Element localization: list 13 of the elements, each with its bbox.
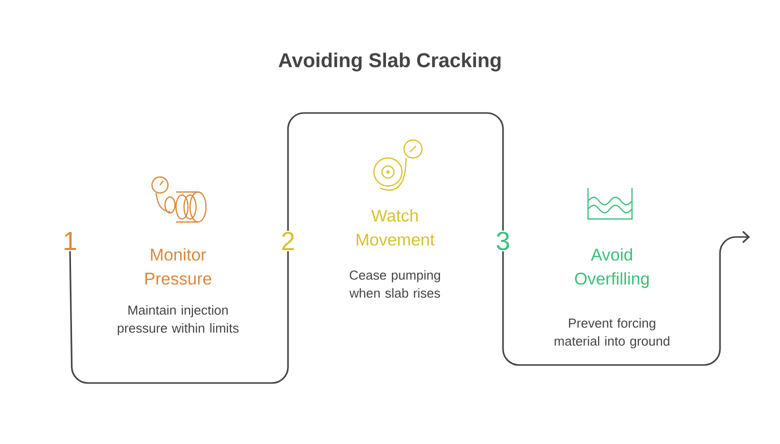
step-heading: Watch Movement (356, 209, 435, 246)
title: Avoiding Slab Cracking (278, 52, 501, 72)
step-heading: Avoid Overfilling (575, 248, 649, 288)
connector-line (69, 251, 289, 384)
connector-line (502, 230, 750, 366)
step-description: Maintain injection pressure within limits (118, 305, 239, 336)
connector-line (287, 112, 504, 231)
step-description: Prevent forcing material into ground (554, 318, 670, 348)
step-number: 1 (64, 232, 76, 250)
step-heading: Monitor Pressure (145, 248, 212, 285)
step-number: 3 (496, 232, 510, 250)
step-number: 2 (282, 232, 294, 250)
step-description: Cease pumping when slab rises (349, 270, 440, 298)
